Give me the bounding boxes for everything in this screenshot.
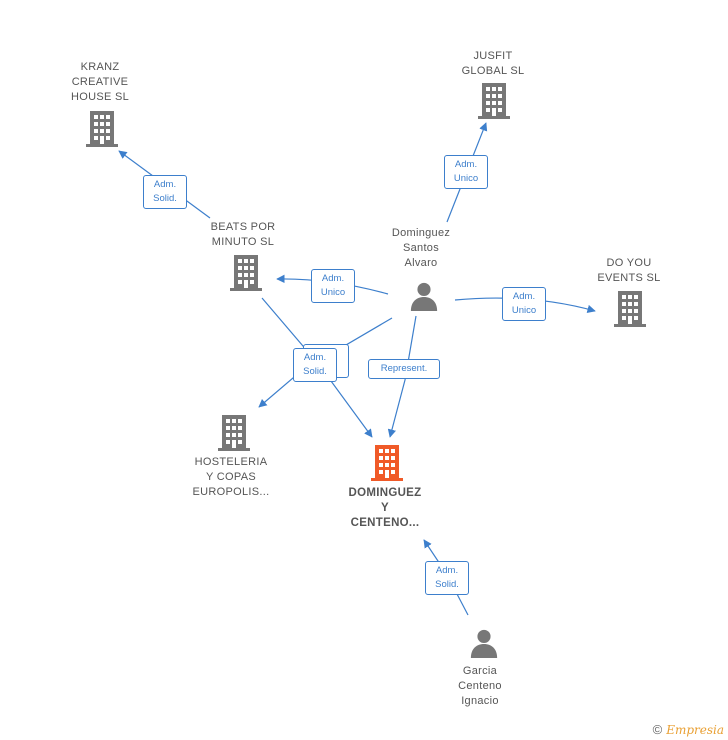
node-label-main-company[interactable]: DOMINGUEZ Y CENTENO...	[348, 487, 422, 529]
node-label-jusfit[interactable]: JUSFIT GLOBAL SL	[461, 50, 525, 77]
node-label-beats[interactable]: BEATS POR MINUTO SL	[210, 221, 276, 248]
doyou-building-icon[interactable]	[614, 291, 646, 327]
dominguez-person-icon[interactable]	[410, 282, 438, 311]
edge-label-dom-jusfit: Adm. Unico	[444, 155, 488, 189]
copyright-icon: ©	[652, 722, 663, 737]
edge-label-dom-main: Represent.	[368, 359, 440, 379]
node-label-dominguez-person[interactable]: Dominguez Santos Alvaro	[391, 227, 451, 269]
node-label-hosteleria[interactable]: HOSTELERIA Y COPAS EUROPOLIS...	[192, 456, 270, 498]
footer-brand: ©Empresia	[653, 722, 724, 737]
main-company-building-icon[interactable]	[371, 445, 403, 481]
edge-label-garcia-main: Adm. Solid.	[425, 561, 469, 595]
edge-label-dom-doyou: Adm. Unico	[502, 287, 546, 321]
kranz-building-icon[interactable]	[86, 111, 118, 147]
hosteleria-building-icon[interactable]	[218, 415, 250, 451]
garcia-person-icon[interactable]	[470, 629, 498, 658]
edge-label-dom-beats: Adm. Unico	[311, 269, 355, 303]
node-label-garcia-person[interactable]: Garcia Centeno Ignacio	[458, 665, 502, 707]
beats-building-icon[interactable]	[230, 255, 262, 291]
node-label-doyou[interactable]: DO YOU EVENTS SL	[597, 257, 661, 284]
brand-logo: Empresia	[666, 723, 724, 737]
jusfit-building-icon[interactable]	[478, 83, 510, 119]
edge-dom-main	[387, 315, 417, 438]
edge-label-dom-hosteleria: Adm. Solid.	[293, 348, 337, 382]
edge-label-beats-kranz: Adm. Solid.	[143, 175, 187, 209]
node-label-kranz[interactable]: KRANZ CREATIVE HOUSE SL	[70, 61, 130, 103]
